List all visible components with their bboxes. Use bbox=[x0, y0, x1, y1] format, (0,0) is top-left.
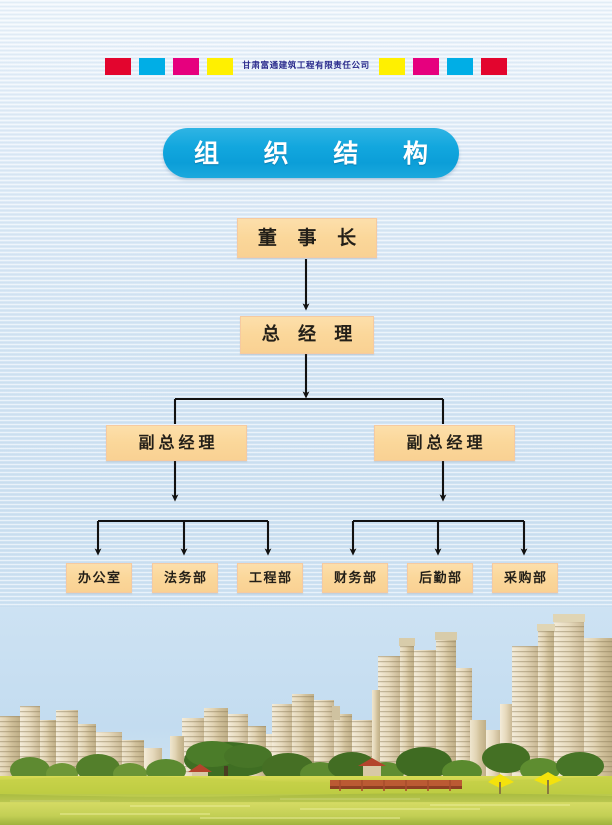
org-node-finance-label: 财务部 bbox=[333, 570, 378, 586]
org-node-chairman[interactable]: 董 事 长 bbox=[237, 218, 377, 258]
org-node-finance[interactable]: 财务部 bbox=[322, 563, 388, 593]
org-node-procurement[interactable]: 采购部 bbox=[492, 563, 558, 593]
org-node-general-manager[interactable]: 总 经 理 bbox=[240, 316, 374, 354]
org-chart: 董 事 长 总 经 理 副总经理 副总经理 办公室 法务部 工程部 财务部 后勤… bbox=[66, 218, 558, 593]
color-block-red bbox=[105, 57, 132, 75]
cityscape-illustration bbox=[0, 608, 612, 825]
company-name: 甘肃富通建筑工程有限责任公司 bbox=[242, 60, 370, 71]
org-node-deputy-gm-left[interactable]: 副总经理 bbox=[106, 425, 247, 461]
color-block-cyan bbox=[139, 57, 166, 75]
color-block-cyan-2 bbox=[446, 57, 473, 75]
cityscape-photo bbox=[0, 608, 612, 825]
org-node-office[interactable]: 办公室 bbox=[66, 563, 132, 593]
color-blocks-right bbox=[378, 57, 507, 75]
org-node-logistics-label: 后勤部 bbox=[418, 570, 463, 586]
header-strip: 甘肃富通建筑工程有限责任公司 bbox=[0, 55, 612, 77]
org-node-legal[interactable]: 法务部 bbox=[152, 563, 218, 593]
org-node-general-manager-label: 总 经 理 bbox=[261, 324, 359, 345]
org-node-office-label: 办公室 bbox=[77, 570, 122, 586]
org-node-chairman-label: 董 事 长 bbox=[257, 226, 364, 249]
color-block-red-2 bbox=[480, 57, 507, 75]
org-node-logistics[interactable]: 后勤部 bbox=[407, 563, 473, 593]
org-node-legal-label: 法务部 bbox=[163, 570, 208, 586]
org-chart-connectors bbox=[94, 259, 528, 556]
color-blocks-left bbox=[105, 57, 234, 75]
color-block-yellow-2 bbox=[378, 57, 405, 75]
color-block-magenta-2 bbox=[412, 57, 439, 75]
color-block-magenta bbox=[173, 57, 200, 75]
org-node-engineering[interactable]: 工程部 bbox=[237, 563, 303, 593]
org-node-deputy-gm-right-label: 副总经理 bbox=[406, 433, 487, 452]
org-node-deputy-gm-right[interactable]: 副总经理 bbox=[374, 425, 515, 461]
org-node-engineering-label: 工程部 bbox=[248, 570, 293, 586]
org-node-deputy-gm-left-label: 副总经理 bbox=[138, 433, 219, 452]
page-title-banner: 组 织 结 构 bbox=[163, 128, 459, 178]
color-block-yellow bbox=[207, 57, 234, 75]
org-node-procurement-label: 采购部 bbox=[503, 570, 548, 586]
page-title: 组 织 结 构 bbox=[193, 138, 447, 168]
